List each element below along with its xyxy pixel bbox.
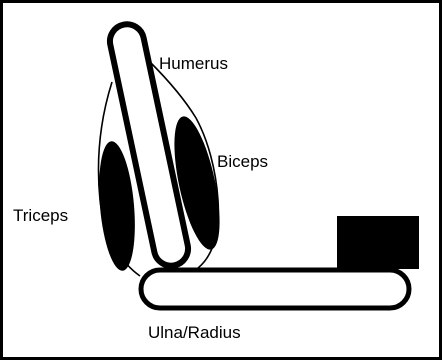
ulna-radius-bone — [141, 270, 409, 308]
ulna-radius-label: Ulna/Radius — [148, 323, 241, 342]
weight-block — [337, 216, 419, 269]
humerus-label: Humerus — [159, 54, 228, 73]
triceps-label: Triceps — [13, 206, 68, 225]
biceps-label: Biceps — [217, 152, 268, 171]
